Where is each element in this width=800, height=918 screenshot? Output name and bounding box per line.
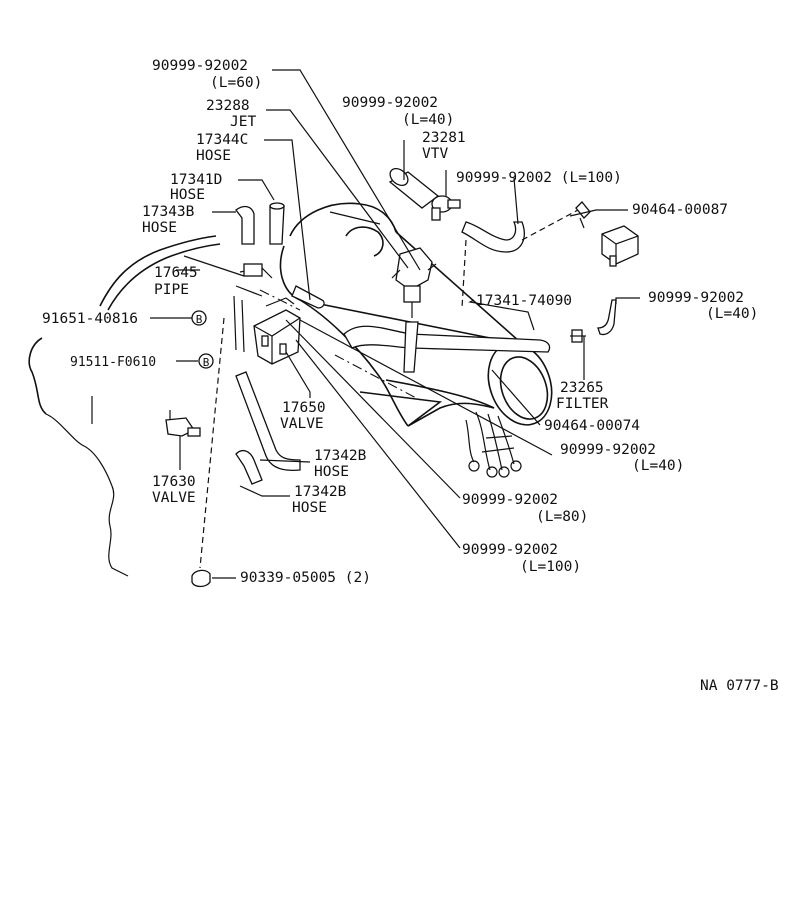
svg-text:B: B <box>203 356 210 369</box>
label-17650-valve: VALVE <box>280 416 324 432</box>
marker-b-lower: B <box>198 353 214 369</box>
part-labels: 90999-92002 (L=60) 23288 JET 17344C HOSE… <box>42 58 779 694</box>
label-91651-40816: 91651-40816 <box>42 311 138 327</box>
hose-vtv-inlet-40 <box>388 167 440 209</box>
valve-17630 <box>165 410 201 437</box>
clip-90464-00087 <box>569 201 597 229</box>
hose-17341-74090 <box>343 325 551 353</box>
jet-23288-assembly <box>391 247 437 318</box>
hose-17342b-upper <box>235 371 301 472</box>
hose-17344c <box>291 285 325 309</box>
hose-17342b-lower <box>235 449 263 485</box>
label-17343b-hose: HOSE <box>142 220 177 236</box>
valve-17650 <box>253 297 301 365</box>
label-l40-right: (L=40) <box>706 306 758 322</box>
label-90464-00074: 90464-00074 <box>544 418 640 434</box>
label-17341d-hose: HOSE <box>170 187 205 203</box>
label-90999-92002-l40-top: 90999-92002 <box>342 95 438 111</box>
vsv-sensor <box>601 225 639 267</box>
hose-vertical-center <box>403 321 419 373</box>
label-91511-f0610: 91511-F0610 <box>70 355 156 370</box>
label-17341-74090: 17341-74090 <box>476 293 572 309</box>
svg-text:B: B <box>196 313 203 326</box>
dashed-connections <box>199 209 579 569</box>
label-l80: (L=80) <box>536 509 588 525</box>
label-17344c: 17344C <box>196 132 248 148</box>
label-90999-92002-l40-mid: 90999-92002 <box>560 442 656 458</box>
label-90999-92002-l100-top: 90999-92002 (L=100) <box>456 170 622 186</box>
label-pipe: PIPE <box>154 282 189 298</box>
label-90999-92002-l100-bottom: 90999-92002 <box>462 542 558 558</box>
hose-17341d <box>269 202 285 245</box>
label-90999-92002-l60: 90999-92002 <box>152 58 248 74</box>
label-23281: 23281 <box>422 130 466 146</box>
label-17342b-upper-hose: HOSE <box>314 464 349 480</box>
filter-23265 <box>570 329 586 343</box>
hose-90999-40-right <box>597 299 617 336</box>
label-jet: JET <box>230 114 256 130</box>
label-90999-92002-l40-right: 90999-92002 <box>648 290 744 306</box>
label-23288: 23288 <box>206 98 250 114</box>
label-l40-top: (L=40) <box>402 112 454 128</box>
reference-code: NA 0777-B <box>700 678 779 694</box>
plug-90339 <box>191 569 211 588</box>
label-17630-valve: VALVE <box>152 490 196 506</box>
leader-lines <box>150 69 640 579</box>
label-17645: 17645 <box>154 265 198 281</box>
label-l40-mid: (L=40) <box>632 458 684 474</box>
engine-outline <box>28 202 553 577</box>
label-17341d: 17341D <box>170 172 222 188</box>
label-17650: 17650 <box>282 400 326 416</box>
label-l60: (L=60) <box>210 75 262 91</box>
label-17344c-hose: HOSE <box>196 148 231 164</box>
marker-b-upper: B <box>191 310 207 326</box>
hose-17343b <box>235 205 255 245</box>
label-17342b-upper: 17342B <box>314 448 367 464</box>
label-17630: 17630 <box>152 474 196 490</box>
label-90464-00087: 90464-00087 <box>632 202 728 218</box>
label-l100-bottom: (L=100) <box>520 559 581 575</box>
label-vtv: VTV <box>422 146 448 162</box>
hose-vtv-outlet-100 <box>461 221 525 253</box>
label-17342b-lower-hose: HOSE <box>292 500 327 516</box>
label-filter: FILTER <box>556 396 609 412</box>
label-90999-92002-l80: 90999-92002 <box>462 492 558 508</box>
vtv-23281 <box>431 195 461 221</box>
label-17342b-lower: 17342B <box>294 484 347 500</box>
label-17343b: 17343B <box>142 204 195 220</box>
pipe-17645 <box>183 255 273 353</box>
label-90339-05005: 90339-05005 (2) <box>240 570 371 586</box>
label-23265: 23265 <box>560 380 604 396</box>
